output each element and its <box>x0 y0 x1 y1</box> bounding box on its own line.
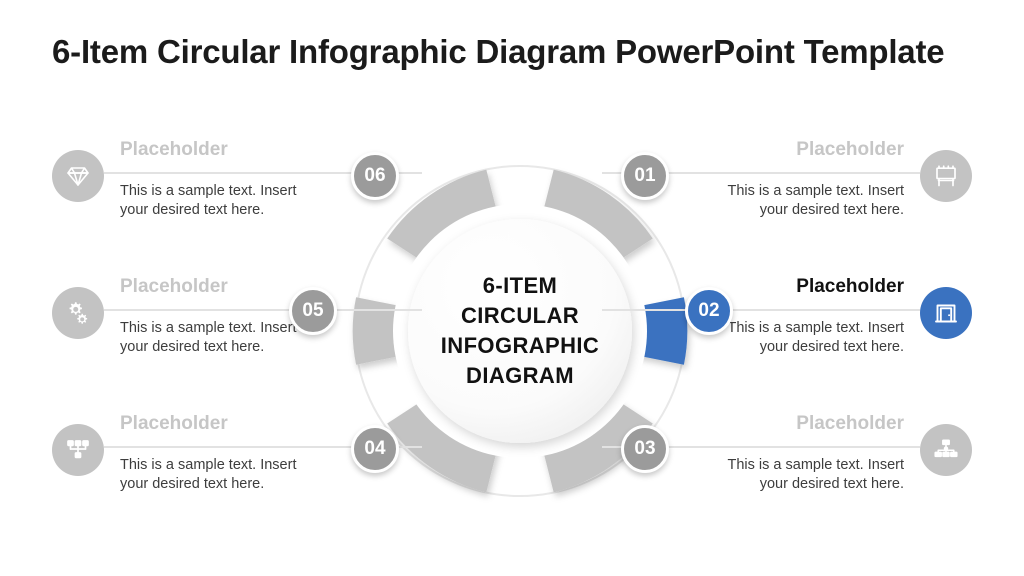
item-02-rule <box>602 309 920 311</box>
item-01[interactable]: Placeholder This is a sample text. Inser… <box>602 138 972 258</box>
item-02[interactable]: Placeholder This is a sample text. Inser… <box>602 275 972 395</box>
item-03[interactable]: Placeholder This is a sample text. Inser… <box>602 412 972 532</box>
item-06[interactable]: Placeholder This is a sample text. Inser… <box>52 138 422 258</box>
item-04-title: Placeholder <box>120 413 228 434</box>
number-badge-05[interactable]: 05 <box>289 287 337 335</box>
badge-label-02: 02 <box>698 300 720 321</box>
item-01-rule <box>602 172 920 174</box>
diamond-icon <box>52 150 104 202</box>
item-05-body: This is a sample text. Insert your desir… <box>120 320 297 355</box>
network-node-icon <box>52 424 104 476</box>
badge-label-01: 01 <box>634 165 656 186</box>
item-03-title: Placeholder <box>796 413 904 434</box>
item-05[interactable]: Placeholder This is a sample text. Inser… <box>52 275 422 395</box>
item-02-title: Placeholder <box>796 276 904 297</box>
gears-icon <box>52 287 104 339</box>
number-badge-03[interactable]: 03 <box>621 425 669 473</box>
circular-diagram-wheel <box>300 131 740 531</box>
item-04[interactable]: Placeholder This is a sample text. Inser… <box>52 412 422 532</box>
billboard-icon <box>920 150 972 202</box>
item-04-body: This is a sample text. Insert your desir… <box>120 457 297 492</box>
item-03-rule <box>602 446 920 448</box>
door-icon <box>920 287 972 339</box>
wheel-segment-03 <box>540 393 653 493</box>
number-badge-02[interactable]: 02 <box>685 287 733 335</box>
wheel-segments <box>352 169 688 493</box>
number-badge-04[interactable]: 04 <box>351 425 399 473</box>
wheel-segment-06 <box>387 169 500 269</box>
badge-label-06: 06 <box>364 165 386 186</box>
item-06-body: This is a sample text. Insert your desir… <box>120 183 297 218</box>
wheel-segment-04 <box>387 393 500 493</box>
item-02-body: This is a sample text. Insert your desir… <box>727 320 904 355</box>
page-title: 6-Item Circular Infographic Diagram Powe… <box>52 33 945 70</box>
item-06-title: Placeholder <box>120 139 228 160</box>
badge-label-04: 04 <box>364 438 386 459</box>
badge-label-03: 03 <box>634 438 656 459</box>
item-01-body: This is a sample text. Insert your desir… <box>727 183 904 218</box>
item-01-title: Placeholder <box>796 139 904 160</box>
item-05-rule <box>104 309 422 311</box>
wheel-segment-01 <box>540 169 653 269</box>
number-badge-01[interactable]: 01 <box>621 152 669 200</box>
org-chart-icon <box>920 424 972 476</box>
item-04-rule <box>104 446 422 448</box>
item-05-title: Placeholder <box>120 276 228 297</box>
item-06-rule <box>104 172 422 174</box>
wheel-inner-disc <box>408 219 632 443</box>
item-03-body: This is a sample text. Insert your desir… <box>727 457 904 492</box>
badge-label-05: 05 <box>302 300 324 321</box>
number-badge-06[interactable]: 06 <box>351 152 399 200</box>
